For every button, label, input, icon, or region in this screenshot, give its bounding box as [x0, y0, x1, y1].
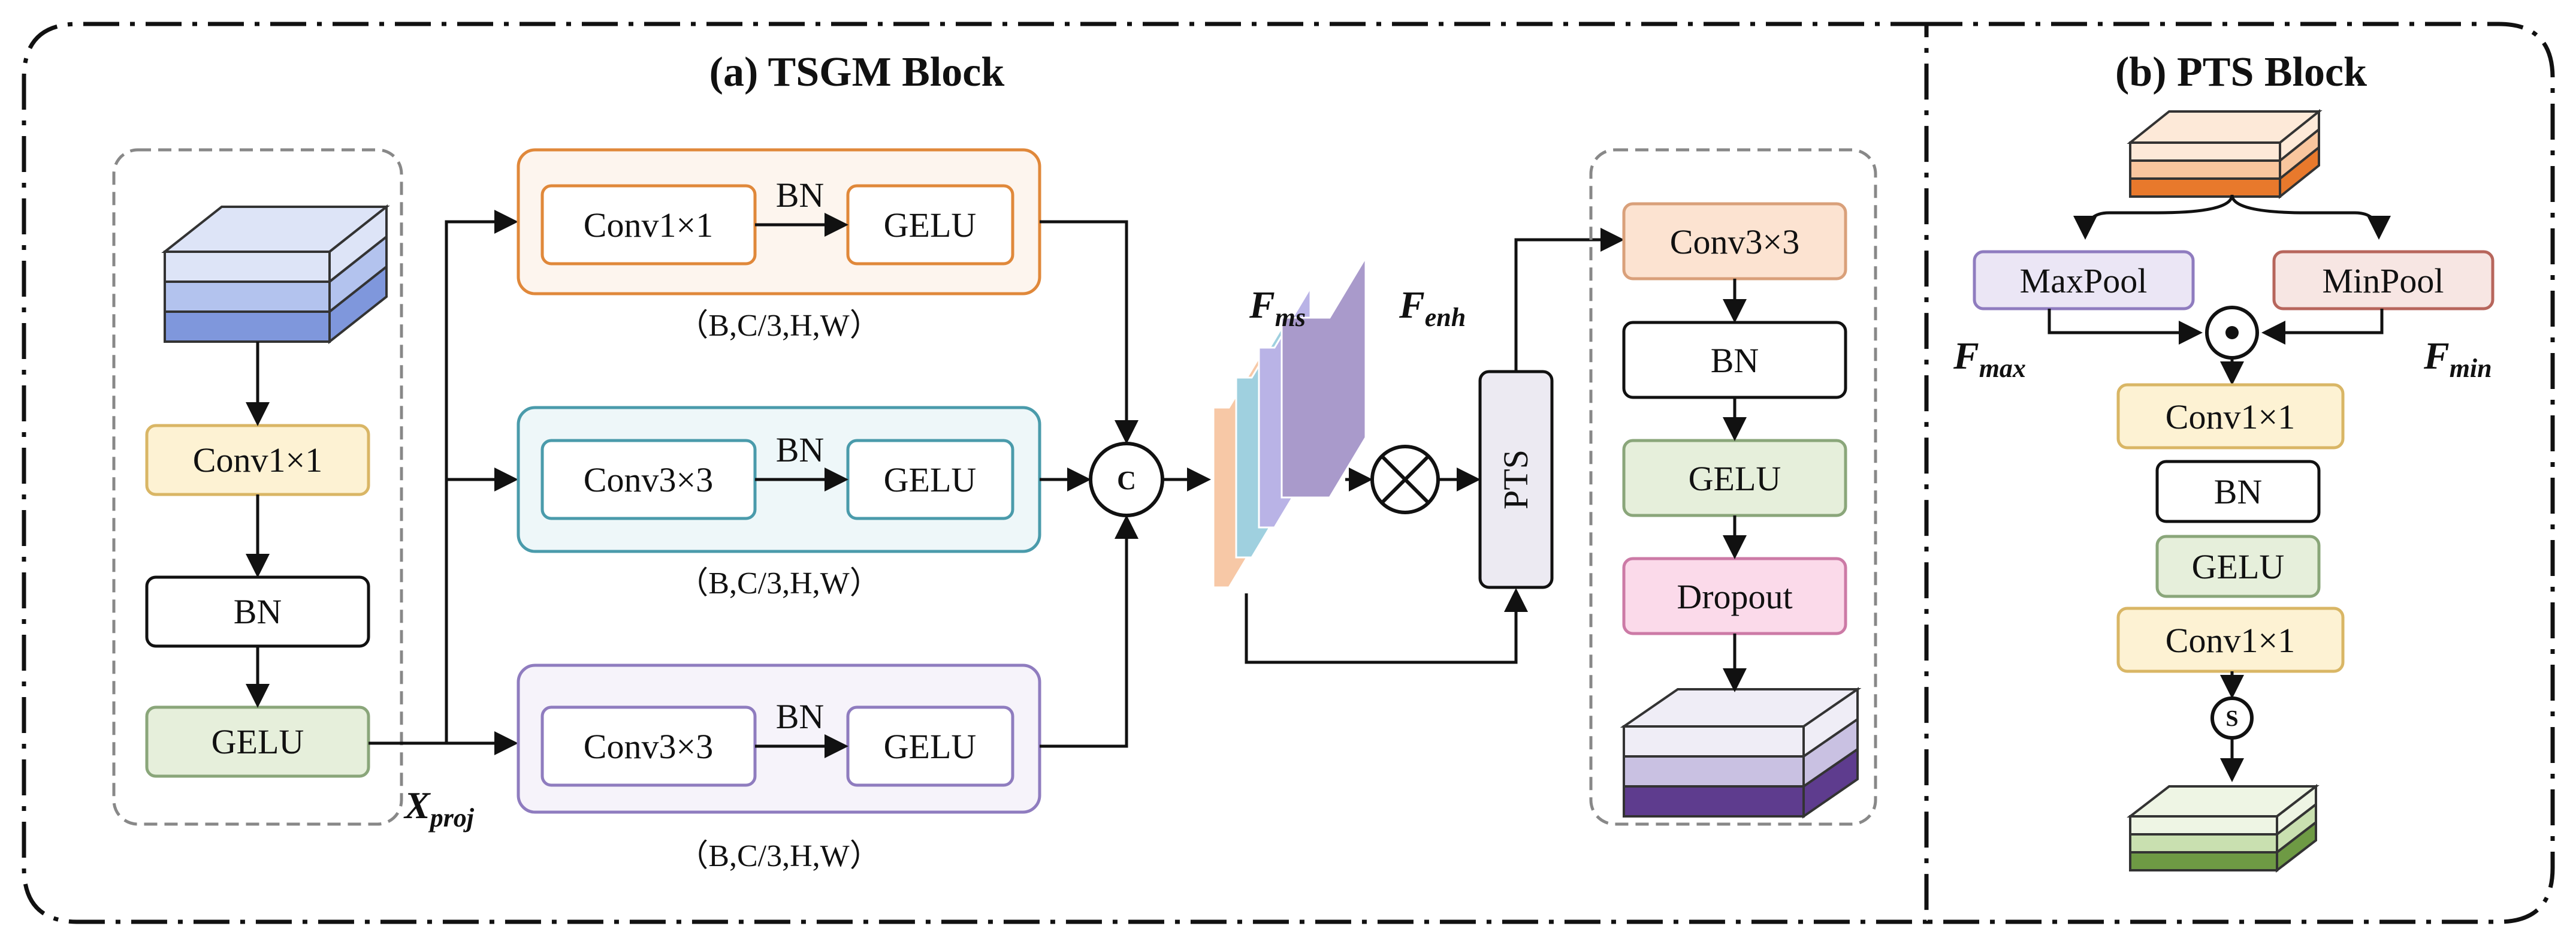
branch2-shape-label: （B,C/3,H,W）	[677, 566, 880, 601]
pts-input-stack-layer-1	[2129, 141, 2281, 162]
projection-group	[112, 148, 403, 826]
maxpool-label: MaxPool	[2020, 261, 2148, 300]
pts-conv1x1-a-label: Conv1×1	[2166, 397, 2295, 436]
branch3-conv-label: Conv3×3	[584, 727, 713, 766]
input-feature-stack	[161, 204, 390, 345]
output-stack-layer-2	[1623, 755, 1805, 788]
head-conv3x3-label: Conv3×3	[1670, 222, 1799, 261]
elementwise-mult-dot	[2225, 326, 2239, 339]
arrow-proj-to-branch1	[369, 210, 518, 745]
branch1-conv-label: Conv1×1	[584, 206, 713, 245]
arrow-fms-residual-to-pts	[1245, 588, 1528, 664]
proj-bn-label: BN	[234, 592, 282, 631]
proj-conv1x1-label: Conv1×1	[193, 441, 322, 479]
branch3-bn-label: BN	[776, 697, 825, 736]
tsgm-panel-frame	[22, 22, 1929, 924]
pts-output-stack-layer-2	[2129, 833, 2278, 853]
arrow-branch3-to-concat	[1040, 515, 1138, 748]
arrow-pts-split-right	[2230, 194, 2391, 240]
fmin-label: Fmin	[2423, 334, 2492, 383]
pts-output-stack-layer-1	[2129, 815, 2278, 836]
arrow-pts-split-left	[2073, 194, 2234, 240]
branch1-gelu-label: GELU	[884, 206, 977, 245]
arrow-minpool-to-mult	[2261, 309, 2384, 345]
pts-input-stack	[2127, 108, 2323, 200]
input-stack-layer-3	[164, 310, 331, 343]
input-stack-layer-2	[164, 281, 331, 313]
pts-input-stack-side-3	[2279, 144, 2320, 200]
input-stack-layer-1	[164, 251, 331, 283]
head-gelu-label: GELU	[1689, 459, 1781, 498]
branch1-bn-label: BN	[776, 176, 825, 215]
branch2-gelu-label: GELU	[884, 460, 977, 499]
maxpool-box	[1973, 250, 2195, 310]
pts-gelu-box	[2155, 535, 2321, 598]
arrow-branch1-to-concat	[1040, 220, 1138, 444]
fmax-label: Fmax	[1953, 334, 2026, 383]
x-proj-label: Xproj	[403, 784, 475, 833]
output-stack-layer-1	[1623, 725, 1805, 758]
sigmoid-op-label: S	[2225, 706, 2238, 731]
pts-output-stack-layer-3	[2129, 851, 2278, 871]
pts-output-stack	[2127, 783, 2320, 873]
pts-gelu-label: GELU	[2192, 547, 2285, 586]
output-stack-side-3	[1802, 747, 1859, 819]
pts-panel-frame	[1926, 22, 2555, 924]
tsgm-title: (a) TSGM Block	[709, 49, 1005, 95]
pts-conv1x1-a-box	[2116, 383, 2345, 450]
branch1-shape-label: （B,C/3,H,W）	[677, 309, 880, 343]
branch2-conv-label: Conv3×3	[584, 460, 713, 499]
pts-output-stack-side-3	[2276, 819, 2317, 873]
pts-title: (b) PTS Block	[2115, 49, 2367, 95]
pts-bn-label: BN	[2214, 472, 2263, 511]
head-bn-label: BN	[1711, 341, 1759, 380]
input-stack-side-3	[328, 264, 388, 345]
output-stack-layer-3	[1623, 785, 1805, 818]
concat-op-label: C	[1117, 466, 1136, 495]
pts-input-stack-layer-2	[2129, 159, 2281, 180]
multiply-op-cross	[1381, 455, 1430, 504]
fenh-label: Fenh	[1399, 284, 1466, 332]
fms-label: Fms	[1249, 284, 1306, 332]
minpool-label: MinPool	[2322, 261, 2444, 300]
pts-conv1x1-b-label: Conv1×1	[2166, 621, 2295, 660]
pts-input-stack-layer-3	[2129, 177, 2281, 198]
arrow-pts-to-head	[1514, 228, 1624, 372]
fms-slab-4	[1281, 254, 1367, 499]
head-dropout-label: Dropout	[1677, 577, 1792, 616]
output-feature-stack	[1620, 687, 1862, 819]
fms-feature-stack	[1212, 254, 1367, 589]
proj-gelu-label: GELU	[212, 722, 304, 761]
arrow-maxpool-to-mult	[2047, 309, 2203, 345]
pts-bn-box	[2155, 460, 2321, 523]
branch3-shape-label: （B,C/3,H,W）	[677, 839, 880, 873]
branch3-gelu-label: GELU	[884, 727, 977, 766]
branch2-bn-label: BN	[776, 430, 825, 469]
pts-module-label: PTS	[1496, 450, 1535, 509]
